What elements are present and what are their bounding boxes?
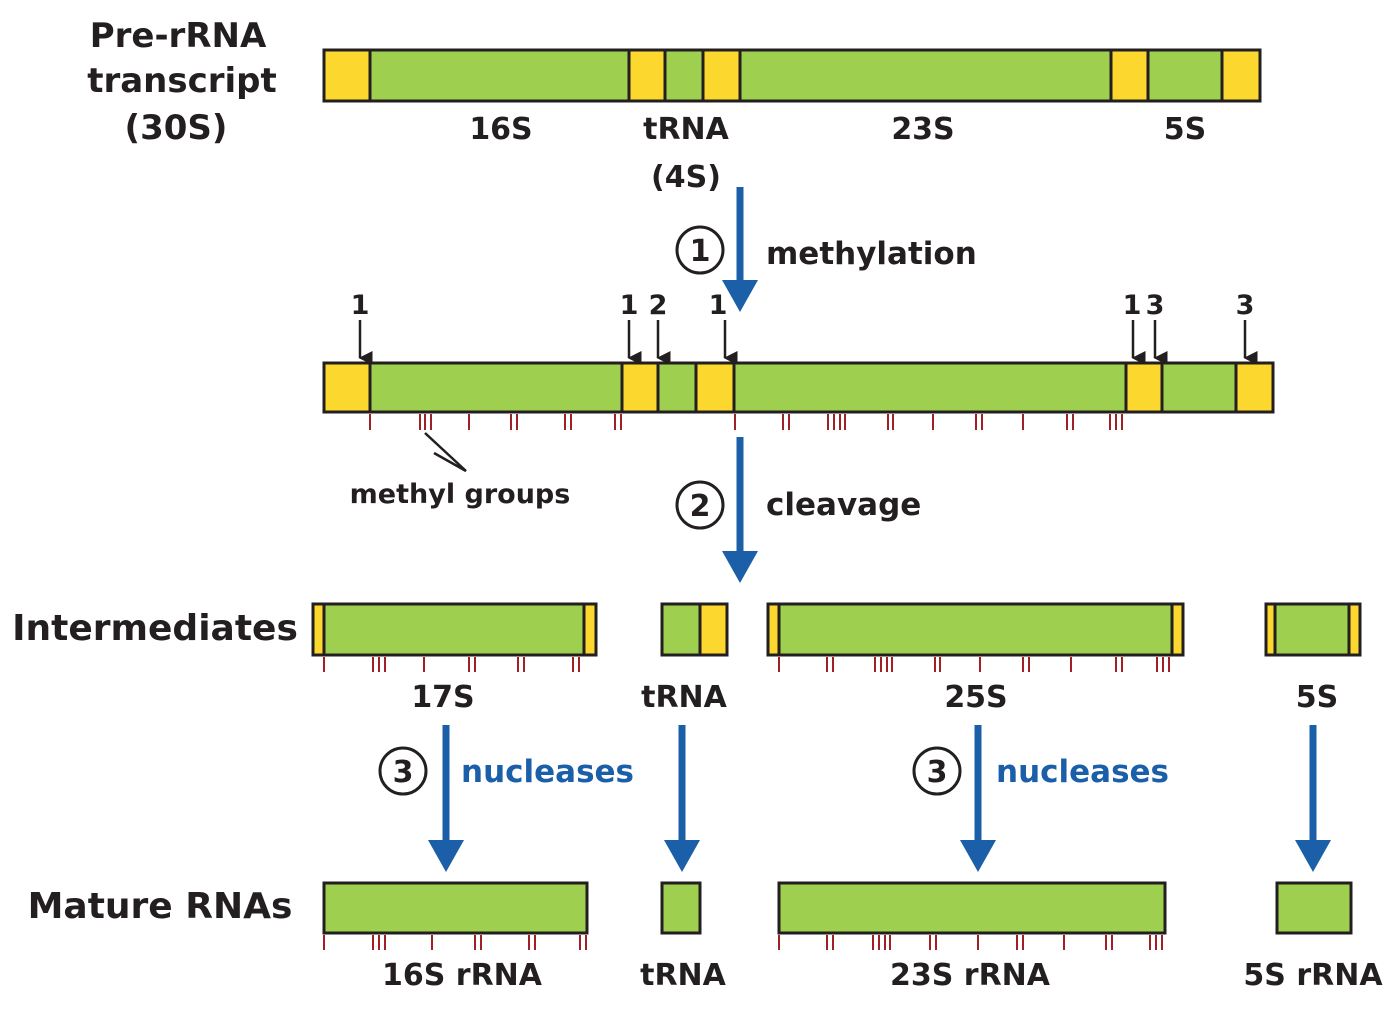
step-3-nucleases-right: 3 nucleases [912, 725, 1169, 872]
mature-bars [322, 881, 1353, 935]
spacer-segment [1220, 48, 1262, 103]
step-1-methylation: 1 methylation [675, 187, 977, 312]
intermediate-17s-bar [311, 602, 598, 657]
step-number: 3 [927, 755, 948, 790]
segment-label-5s: 5S [1164, 112, 1206, 147]
row-pre-rrna-label: Pre-rRNA transcript (30S) [87, 16, 277, 148]
mature-23s-bar [777, 881, 1167, 935]
pre-rrna-segment-labels: 16S tRNA (4S) 23S 5S [469, 112, 1206, 195]
segment-label-23s: 23S [891, 112, 954, 147]
methyl-ticks-row-2 [369, 414, 1123, 430]
site-number: 2 [649, 290, 668, 321]
segment-label-trna: tRNA [640, 958, 727, 993]
process-arrowhead-icon [428, 840, 464, 872]
spacer-segment [627, 48, 667, 103]
circled-number-icon [378, 746, 428, 796]
spacer-segment [694, 361, 736, 414]
site-number: 1 [709, 290, 728, 321]
process-arrowhead-icon [722, 551, 758, 583]
mature-5s-bar [1275, 881, 1353, 935]
5s-transfer-arrow [1295, 725, 1331, 872]
spacer-segment [1124, 361, 1164, 414]
spacer-segment [701, 48, 742, 103]
site-number: 1 [620, 290, 639, 321]
circled-number-icon [912, 746, 962, 796]
spacer-segment [620, 361, 660, 414]
site-number: 3 [1146, 290, 1165, 321]
methyl-groups-label: methyl groups [350, 479, 571, 510]
intermediate-trna-bar [660, 602, 729, 657]
site-number: 1 [351, 290, 370, 321]
segment-label-23s-rrna: 23S rRNA [890, 958, 1051, 993]
segment-label-trna: tRNA [643, 112, 730, 147]
methylation-site-markers: 1 1 2 1 1 3 3 [351, 290, 1258, 365]
step-number: 1 [690, 234, 711, 269]
pre-rrna-label-line-1: Pre-rRNA [90, 16, 267, 56]
pre-rrna-label-line-3: (30S) [125, 108, 228, 148]
process-arrowhead-icon [664, 840, 700, 872]
site-number: 1 [1123, 290, 1142, 321]
step-label-nucleases: nucleases [461, 754, 634, 790]
site-number: 3 [1236, 290, 1255, 321]
step-2-cleavage: 2 cleavage [675, 437, 921, 583]
intermediate-segment-labels: 17S tRNA 25S 5S [411, 680, 1338, 715]
intermediate-5s-bar [1264, 602, 1362, 657]
intermediate-25s-bar [766, 602, 1185, 657]
callout-pointer-icon [424, 432, 467, 473]
spacer-segment [322, 48, 372, 103]
methyl-ticks-row-4 [323, 935, 1163, 950]
segment-label-trna: tRNA [641, 680, 728, 715]
methyl-ticks-row-3 [323, 657, 1170, 672]
step-label-cleavage: cleavage [766, 487, 921, 523]
mature-16s-bar [322, 881, 589, 935]
pre-rrna-bar [322, 48, 1262, 103]
pre-rrna-label-line-2: transcript [87, 61, 277, 101]
methyl-groups-callout: methyl groups [350, 432, 571, 510]
step-number: 2 [690, 489, 711, 524]
step-label-nucleases: nucleases [996, 754, 1169, 790]
spacer-segment [1109, 48, 1150, 103]
process-arrowhead-icon [960, 840, 996, 872]
mature-row-label: Mature RNAs [28, 886, 293, 927]
intermediate-bars [311, 602, 1362, 657]
mature-trna-bar [660, 881, 702, 935]
spacer-segment [322, 361, 372, 414]
step-number: 3 [393, 755, 414, 790]
trna-transfer-arrow [664, 725, 700, 872]
methylated-bar [322, 361, 1275, 414]
intermediates-row-label: Intermediates [12, 608, 298, 649]
segment-label-16s: 16S [469, 112, 532, 147]
segment-label-5s-rrna: 5S rRNA [1243, 958, 1383, 993]
circled-number-icon [675, 225, 725, 275]
segment-label-16s-rrna: 16S rRNA [382, 958, 543, 993]
spacer-segment [1234, 361, 1275, 414]
segment-label-4s: (4S) [651, 160, 721, 195]
segment-label-5s: 5S [1296, 680, 1338, 715]
step-3-nucleases-left: 3 nucleases [378, 725, 634, 872]
step-label-methylation: methylation [766, 236, 977, 272]
process-arrowhead-icon [722, 280, 758, 312]
process-arrowhead-icon [1295, 840, 1331, 872]
mature-segment-labels: 16S rRNA tRNA 23S rRNA 5S rRNA [382, 958, 1383, 993]
segment-label-17s: 17S [411, 680, 474, 715]
circled-number-icon [675, 480, 725, 530]
segment-label-25s: 25S [944, 680, 1007, 715]
